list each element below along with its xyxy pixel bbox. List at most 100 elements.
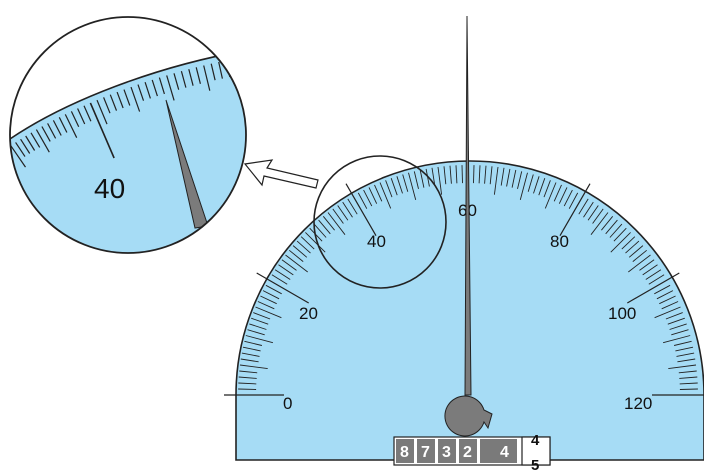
minor-tick [289, 249, 304, 262]
minor-tick [281, 259, 297, 271]
minor-tick [676, 352, 695, 357]
odometer-digit-1: 8 [400, 444, 409, 461]
speedometer-needle [444, 15, 493, 437]
zoom-minor-tick [144, 82, 151, 99]
minor-tick [300, 236, 315, 250]
minor-tick [605, 219, 618, 235]
zoom-minor-tick [15, 142, 26, 157]
minor-tick [274, 269, 291, 280]
zoom-minor-tick [203, 65, 211, 91]
zoom-minor-tick [158, 77, 165, 95]
minor-tick [238, 382, 257, 385]
scale-label-120: 120 [624, 394, 652, 413]
minor-tick [642, 264, 658, 276]
minor-tick [239, 370, 258, 374]
minor-tick [425, 168, 430, 187]
minor-tick [239, 364, 268, 370]
zoom-minor-tick [116, 91, 124, 109]
odometer-cell [396, 439, 414, 463]
minor-tick [613, 227, 627, 242]
minor-tick [249, 323, 267, 330]
minor-tick [621, 236, 636, 250]
zoom-minor-tick [20, 138, 31, 154]
minor-tick [558, 187, 568, 204]
minor-tick [484, 165, 487, 184]
zoom-minor-tick [77, 108, 86, 125]
minor-tick [563, 189, 573, 207]
minor-tick [544, 182, 557, 209]
odometer-rolling-top: 4 [531, 432, 540, 449]
minor-tick [583, 201, 594, 218]
scale-label-80: 80 [550, 232, 569, 251]
minor-tick [493, 166, 499, 195]
major-tick [256, 272, 309, 304]
minor-tick [251, 317, 269, 325]
zoom-inset: 40 [9, 16, 252, 254]
minor-tick [668, 364, 697, 370]
minor-tick [327, 212, 346, 235]
minor-tick [379, 182, 392, 209]
major-tick [345, 183, 377, 236]
minor-tick [396, 176, 403, 194]
minor-tick [265, 284, 282, 295]
minor-tick [322, 216, 335, 231]
minor-tick [625, 240, 640, 254]
zoom-minor-tick [166, 75, 175, 101]
minor-tick [296, 240, 311, 254]
zoom-minor-tick [64, 114, 78, 138]
zoom-circle-outline [9, 16, 247, 254]
minor-tick [262, 290, 280, 300]
minor-tick [587, 205, 599, 221]
minor-tick [245, 335, 274, 344]
minor-tick [278, 264, 294, 276]
odometer-digit-4: 2 [463, 444, 472, 461]
minor-tick [313, 223, 327, 238]
zoom-minor-tick [10, 145, 26, 168]
minor-tick [628, 245, 644, 258]
minor-tick [390, 178, 398, 196]
scale-labels: 0 20 40 60 80 100 120 [283, 201, 652, 413]
zoom-minor-tick [52, 120, 62, 136]
odometer-rolling-bottom: 5 [531, 457, 539, 474]
minor-tick [639, 259, 655, 271]
minor-tick [408, 172, 417, 201]
zoom-minor-tick [173, 73, 180, 90]
minor-tick [678, 370, 697, 374]
minor-tick [260, 295, 277, 305]
minor-tick [519, 172, 528, 201]
zoom-minor-tick [25, 135, 36, 151]
minor-tick [679, 376, 698, 379]
minor-tick [241, 352, 260, 357]
minor-tick [648, 274, 665, 285]
minor-tick [437, 166, 443, 195]
odometer-digit-3: 3 [442, 444, 451, 461]
minor-tick [610, 232, 631, 253]
hollow-arrow-icon [243, 159, 319, 189]
zoom-minor-tick [210, 63, 216, 81]
minor-tick [271, 274, 288, 285]
zoom-minor-tick [195, 67, 201, 84]
minor-tick [247, 329, 265, 336]
minor-tick [543, 180, 551, 198]
zoom-minor-tick [83, 105, 92, 122]
minor-tick [590, 212, 609, 235]
minor-tick [578, 198, 589, 215]
minor-tick [632, 249, 647, 262]
scale-label-40: 40 [367, 232, 386, 251]
zoom-minor-tick [137, 84, 145, 101]
minor-tick [654, 306, 681, 319]
odometer-cell [459, 439, 477, 463]
zoom-minor-tick [233, 58, 238, 76]
minor-tick [568, 192, 579, 209]
major-tick [559, 183, 591, 236]
minor-tick [478, 165, 481, 184]
zoom-minor-tick [249, 56, 252, 73]
zoom-minor-tick [47, 123, 57, 139]
minor-tick [667, 317, 685, 325]
minor-tick [443, 166, 447, 185]
needle-hub [444, 395, 493, 437]
minor-tick [654, 284, 671, 295]
scale-label-20: 20 [299, 304, 318, 323]
magnifier-loop [313, 155, 447, 289]
